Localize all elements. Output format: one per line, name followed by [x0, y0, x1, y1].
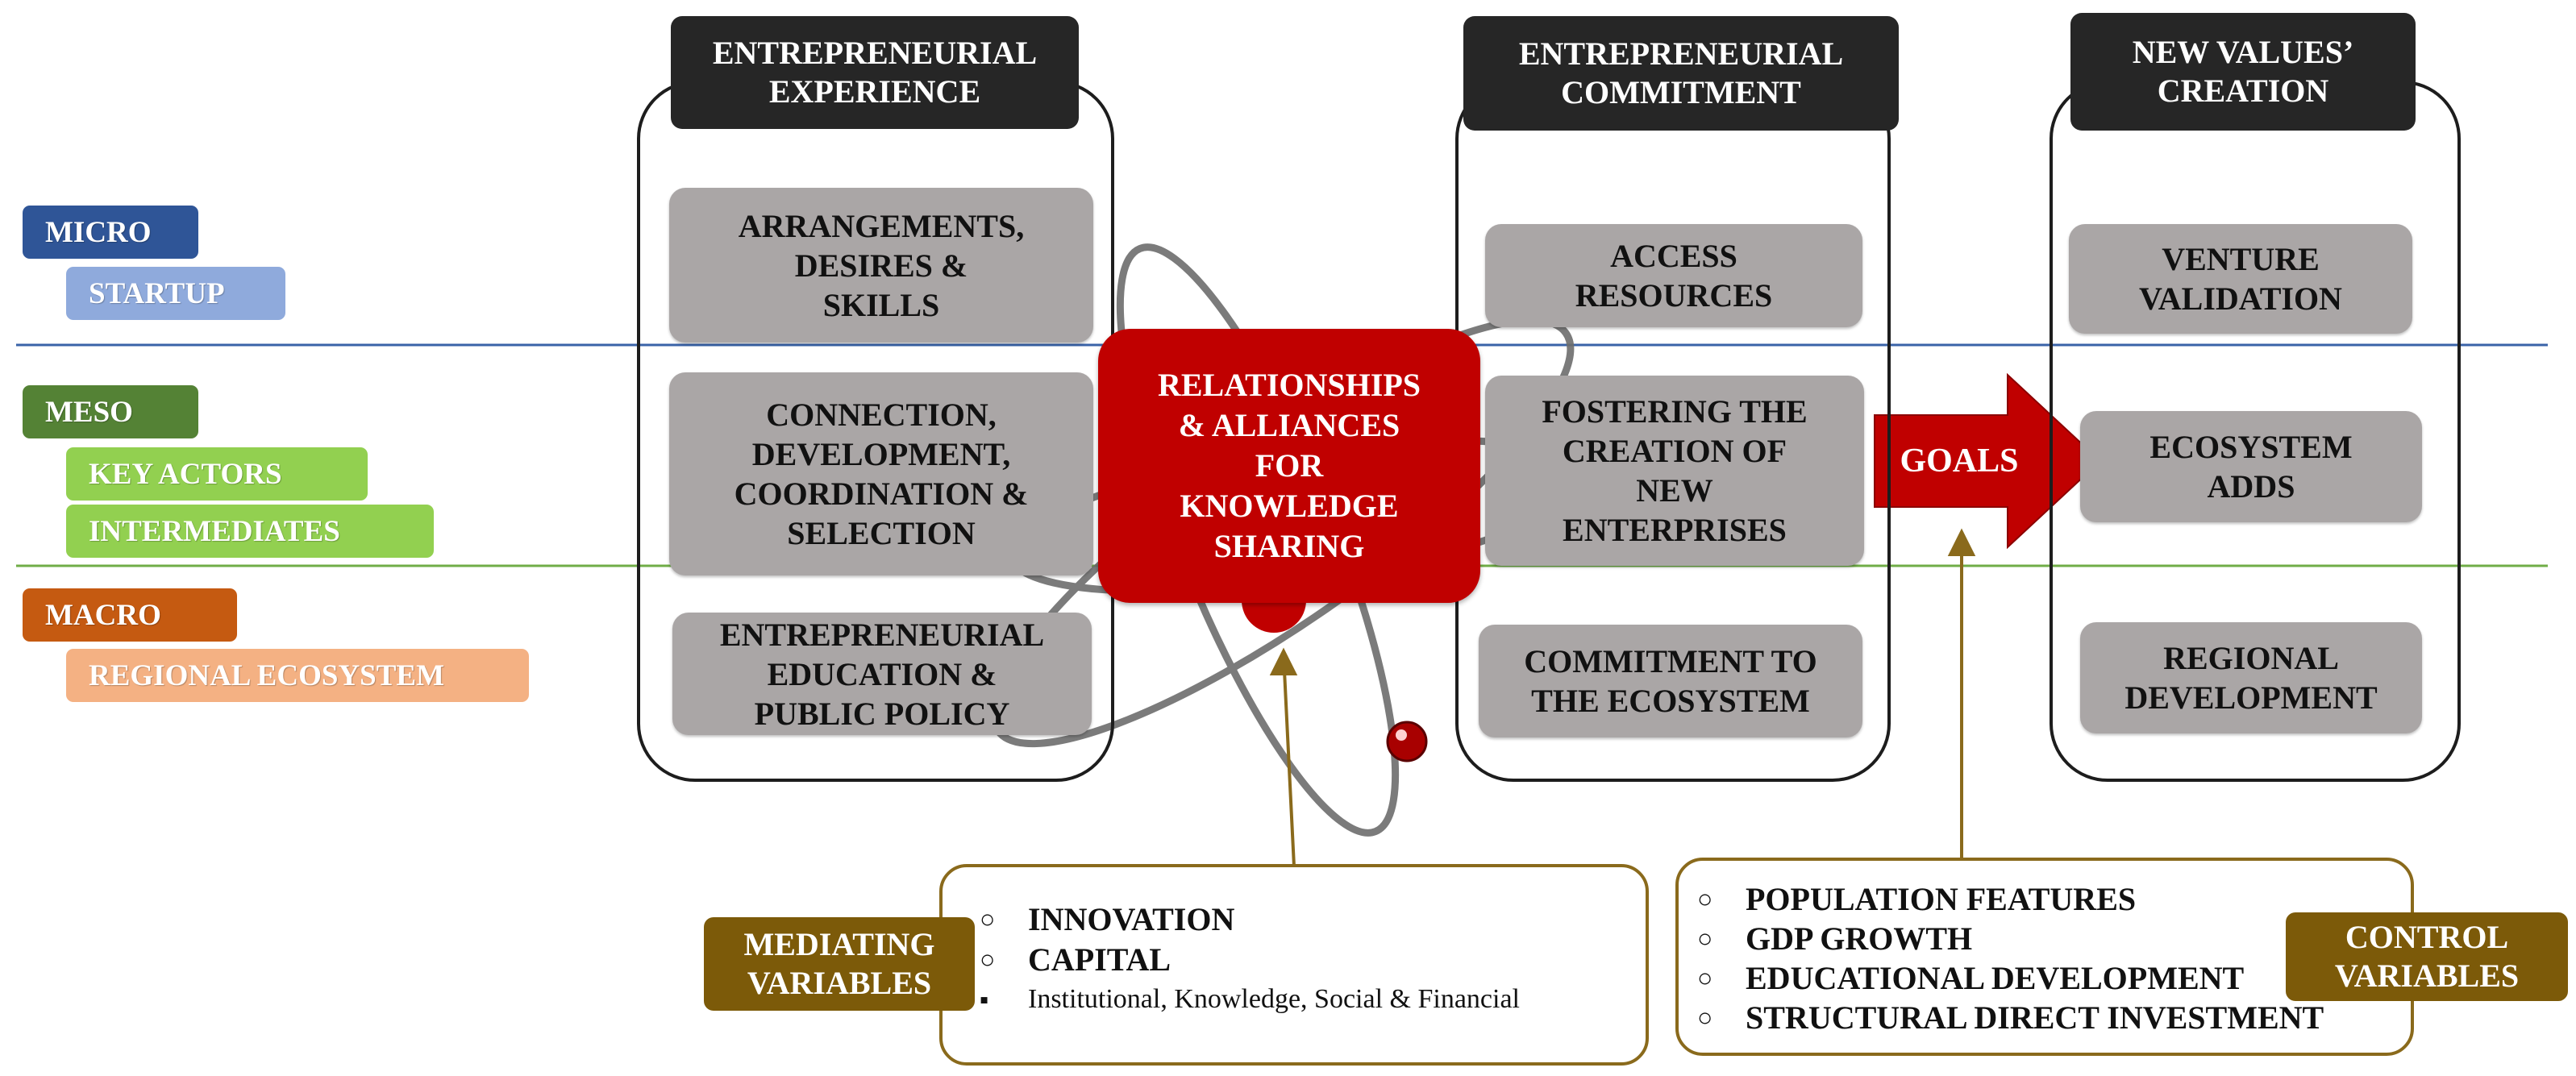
goals-label: GOALS	[1900, 442, 2019, 480]
mediating-item-capital: ○ CAPITAL	[980, 937, 1171, 982]
mediating-variables-list	[939, 864, 1649, 1066]
mediating-connector-arrow	[1269, 647, 1298, 867]
column-commitment-title: ENTREPRENEURIAL COMMITMENT	[1463, 16, 1899, 131]
level-macro: MACRO	[23, 588, 237, 642]
mediating-item-label: INNOVATION	[1028, 900, 1235, 937]
mediating-variables-label: MEDIATING VARIABLES	[704, 917, 975, 1011]
control-item-gdp: ○ GDP GROWTH	[1697, 918, 1972, 958]
commitment-item-access: ACCESS RESOURCES	[1485, 224, 1862, 327]
values-item-ecosystem-adds: ECOSYSTEM ADDS	[2080, 411, 2422, 522]
circle-bullet-icon: ○	[1697, 962, 1713, 992]
control-item-label: POPULATION FEATURES	[1746, 880, 2137, 917]
square-bullet-icon: ▪	[980, 984, 989, 1014]
circle-bullet-icon: ○	[1697, 1002, 1713, 1032]
control-item-label: EDUCATIONAL DEVELOPMENT	[1746, 959, 2245, 996]
level-intermediates: INTERMEDIATES	[66, 505, 434, 558]
control-variables-label: CONTROL VARIABLES	[2286, 912, 2568, 1001]
level-key-actors: KEY ACTORS	[66, 447, 368, 501]
column-experience-title: ENTREPRENEURIAL EXPERIENCE	[671, 16, 1079, 129]
control-variables-list	[1675, 858, 2414, 1056]
mediating-item-innovation: ○ INNOVATION	[980, 896, 1234, 941]
circle-bullet-icon: ○	[1697, 923, 1713, 953]
circle-bullet-icon: ○	[980, 904, 996, 933]
experience-item-education: ENTREPRENEURIAL EDUCATION & PUBLIC POLIC…	[672, 613, 1092, 735]
control-item-education: ○ EDUCATIONAL DEVELOPMENT	[1697, 958, 2244, 998]
mediating-sub-item-label: Institutional, Knowledge, Social & Finan…	[1028, 984, 1521, 1014]
circle-bullet-icon: ○	[980, 944, 996, 974]
experience-item-arrangements: ARRANGEMENTS, DESIRES & SKILLS	[669, 188, 1093, 343]
column-values-title: NEW VALUES’ CREATION	[2070, 13, 2416, 131]
experience-item-connection: CONNECTION, DEVELOPMENT, COORDINATION & …	[669, 372, 1093, 575]
goals-arrow	[1874, 372, 2102, 550]
level-regional-ecosystem: REGIONAL ECOSYSTEM	[66, 649, 529, 702]
commitment-item-ecosystem: COMMITMENT TO THE ECOSYSTEM	[1479, 625, 1862, 737]
level-micro: MICRO	[23, 206, 198, 259]
commitment-item-fostering: FOSTERING THE CREATION OF NEW ENTERPRISE…	[1485, 376, 1864, 566]
control-item-population: ○ POPULATION FEATURES	[1697, 879, 2136, 919]
center-relationships-box: RELATIONSHIPS & ALLIANCES FOR KNOWLEDGE …	[1098, 329, 1480, 603]
mediating-item-label: CAPITAL	[1028, 941, 1171, 978]
mediating-sub-item: ▪ Institutional, Knowledge, Social & Fina…	[980, 977, 1520, 1022]
level-startup: STARTUP	[66, 267, 285, 320]
circle-bullet-icon: ○	[1697, 883, 1713, 913]
level-meso: MESO	[23, 385, 198, 438]
values-item-validation: VENTURE VALIDATION	[2069, 224, 2412, 334]
control-item-investment: ○ STRUCTURAL DIRECT INVESTMENT	[1697, 997, 2324, 1037]
values-item-regional: REGIONAL DEVELOPMENT	[2080, 622, 2422, 733]
control-connector-arrow	[1947, 528, 1976, 858]
atom-electron	[1386, 721, 1428, 762]
control-item-label: GDP GROWTH	[1746, 920, 1973, 957]
control-item-label: STRUCTURAL DIRECT INVESTMENT	[1746, 999, 2324, 1036]
